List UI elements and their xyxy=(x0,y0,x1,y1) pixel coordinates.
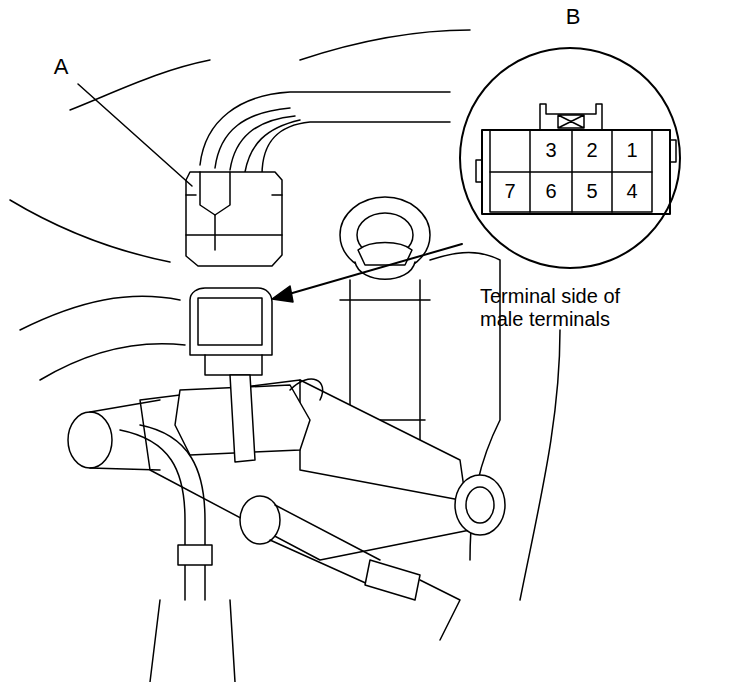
port-hole xyxy=(466,487,494,523)
pin-grid xyxy=(490,130,652,212)
pin-number: 4 xyxy=(612,180,652,203)
connector-detail xyxy=(186,195,282,235)
port xyxy=(455,475,505,535)
port xyxy=(240,496,280,544)
view-note: Terminal side of male terminals xyxy=(480,285,655,331)
callout-letter: A xyxy=(46,54,76,79)
terminal-socket xyxy=(190,288,272,355)
leader-line xyxy=(78,84,192,186)
wire-strand xyxy=(215,108,290,168)
socket-base xyxy=(205,355,262,375)
pipe-band xyxy=(340,300,430,420)
pin-number: 3 xyxy=(531,139,571,162)
port-pipe xyxy=(90,400,160,470)
body-edge xyxy=(300,380,460,500)
connector-latch xyxy=(215,172,230,215)
sensor-clip xyxy=(230,375,255,462)
ring-eye xyxy=(340,197,430,273)
port xyxy=(68,412,112,468)
latch-mark xyxy=(558,115,584,128)
detail-circle xyxy=(460,48,680,268)
arrowhead xyxy=(272,286,293,302)
hose xyxy=(140,425,205,600)
port-pipe xyxy=(270,505,380,585)
connector-tab xyxy=(476,160,482,182)
hose-fitting xyxy=(178,545,212,565)
connector-face xyxy=(482,130,670,214)
harness-connector xyxy=(186,172,282,266)
connector-latch xyxy=(200,172,215,250)
pin-number: 1 xyxy=(612,139,652,162)
hose xyxy=(120,430,185,600)
pin-number: 6 xyxy=(531,180,571,203)
background-line xyxy=(40,344,185,380)
hose-fitting xyxy=(365,560,420,600)
background-line xyxy=(520,330,560,600)
background-line xyxy=(20,296,180,330)
wire-strand xyxy=(245,120,300,172)
pin-grid xyxy=(490,130,652,212)
valve-body xyxy=(140,380,470,560)
pin-number: 7 xyxy=(490,180,530,203)
clip-loop xyxy=(290,379,323,400)
connector-latch xyxy=(540,104,602,130)
connector-tab xyxy=(670,140,676,162)
background-line xyxy=(300,30,470,60)
hose xyxy=(150,600,235,682)
callout-letter: B xyxy=(558,4,588,29)
background-line xyxy=(70,60,210,110)
pointer-arrow xyxy=(282,244,462,296)
pin-number: 2 xyxy=(572,139,612,162)
background-line xyxy=(10,200,170,262)
socket-rim xyxy=(198,298,262,345)
wire-harness xyxy=(200,92,450,165)
pin-number: 5 xyxy=(572,180,612,203)
wire-harness xyxy=(262,122,450,175)
hose xyxy=(420,580,460,640)
